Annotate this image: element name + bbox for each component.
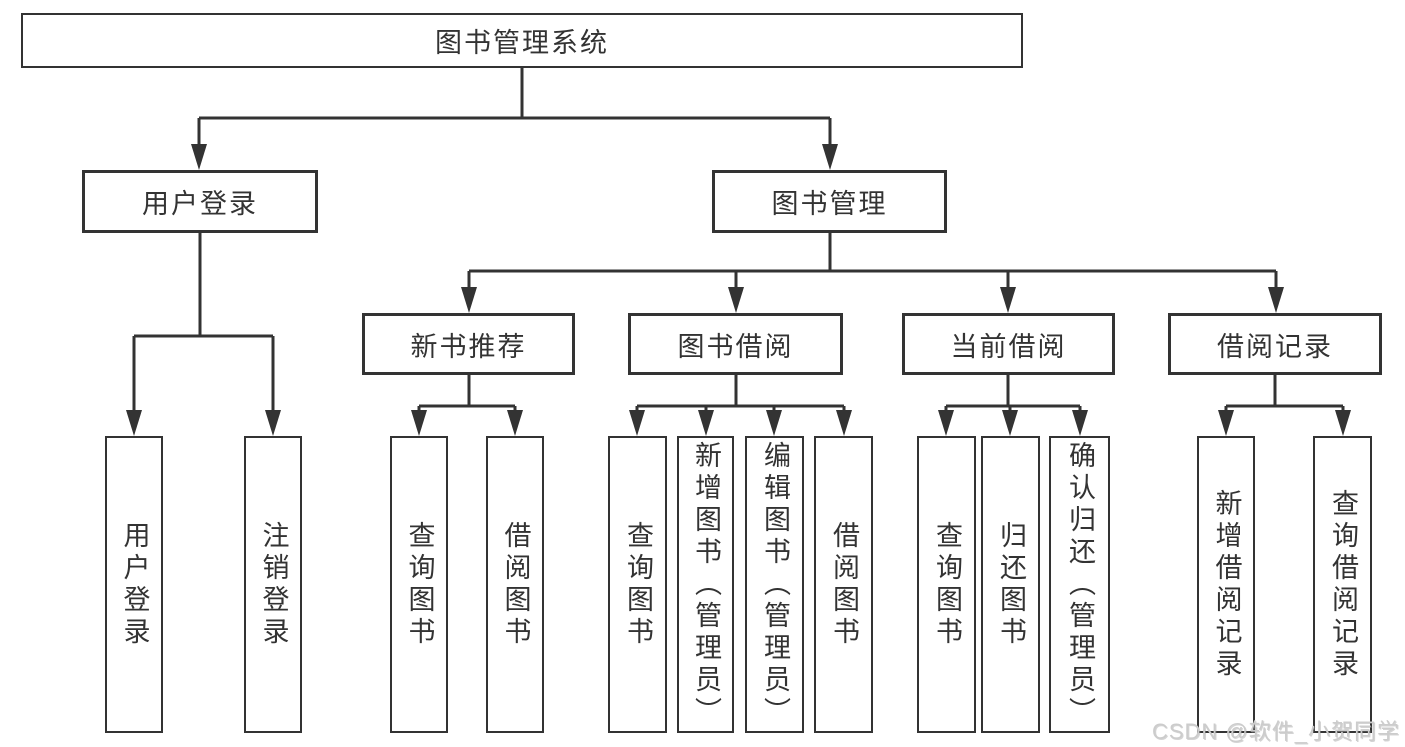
leaf-label: 借阅图书 [829, 520, 859, 649]
leaf-borrow-borrow: 借阅图书 [814, 436, 873, 733]
connector-borrow-record [1224, 375, 1345, 428]
leaf-logout: 注销登录 [244, 436, 302, 733]
csdn-watermark: CSDN @软件_小贺同学 [1151, 719, 1400, 744]
node-user-login: 用户登录 [82, 170, 318, 233]
node-current-borrow: 当前借阅 [902, 313, 1115, 375]
arrowhead [1218, 410, 1234, 436]
arrowhead [938, 410, 954, 436]
arrowhead [126, 410, 142, 436]
connector-book-borrow [635, 375, 846, 428]
arrowhead [507, 410, 523, 436]
connector-user-login [132, 233, 275, 428]
arrowhead [629, 410, 645, 436]
arrowhead [766, 410, 782, 436]
node-book-borrow: 图书借阅 [628, 313, 843, 375]
arrowhead [461, 287, 477, 313]
arrowhead [411, 410, 427, 436]
leaf-current-return: 归还图书 [981, 436, 1040, 733]
leaf-newbook-query: 查询图书 [390, 436, 448, 733]
leaf-user-login: 用户登录 [105, 436, 163, 733]
node-new-book-recommend: 新书推荐 [362, 313, 575, 375]
leaf-borrow-query: 查询图书 [608, 436, 667, 733]
arrowhead [836, 410, 852, 436]
arrowhead [191, 144, 207, 170]
leaf-record-query: 查询借阅记录 [1313, 436, 1372, 733]
leaf-label: 注销登录 [258, 520, 289, 649]
arrowhead [1268, 287, 1284, 313]
leaf-record-add: 新增借阅记录 [1197, 436, 1255, 733]
leaf-label: 归还图书 [996, 520, 1026, 649]
leaf-label: 查询图书 [623, 520, 653, 649]
connector-book-management [467, 233, 1278, 305]
leaf-label: 新增图书（管理员） [691, 440, 721, 729]
leaf-label: 查询图书 [932, 520, 962, 649]
connector-root [197, 68, 832, 162]
connector-new-book [417, 375, 517, 428]
leaf-label: 确认归还（管理员） [1065, 440, 1095, 729]
node-root: 图书管理系统 [21, 13, 1023, 68]
leaf-label: 查询图书 [404, 520, 435, 649]
arrowhead [698, 410, 714, 436]
leaf-current-confirm-admin: 确认归还（管理员） [1049, 436, 1110, 733]
leaf-borrow-add-admin: 新增图书（管理员） [677, 436, 734, 733]
arrowhead [822, 144, 838, 170]
leaf-label: 查询借阅记录 [1328, 488, 1358, 681]
leaf-label: 借阅图书 [500, 520, 531, 649]
arrowhead [728, 287, 744, 313]
leaf-newbook-borrow: 借阅图书 [486, 436, 544, 733]
arrowhead [265, 410, 281, 436]
arrowhead [1072, 410, 1088, 436]
arrowhead [1335, 410, 1351, 436]
arrowhead [1000, 287, 1016, 313]
leaf-label: 新增借阅记录 [1211, 488, 1242, 681]
leaf-label: 用户登录 [119, 520, 150, 649]
leaf-label: 编辑图书（管理员） [760, 440, 790, 729]
arrowhead [1002, 410, 1018, 436]
arrowheads [126, 144, 1351, 436]
node-borrow-record: 借阅记录 [1168, 313, 1382, 375]
leaf-borrow-edit-admin: 编辑图书（管理员） [745, 436, 804, 733]
node-book-management: 图书管理 [712, 170, 947, 233]
leaf-current-query: 查询图书 [917, 436, 976, 733]
